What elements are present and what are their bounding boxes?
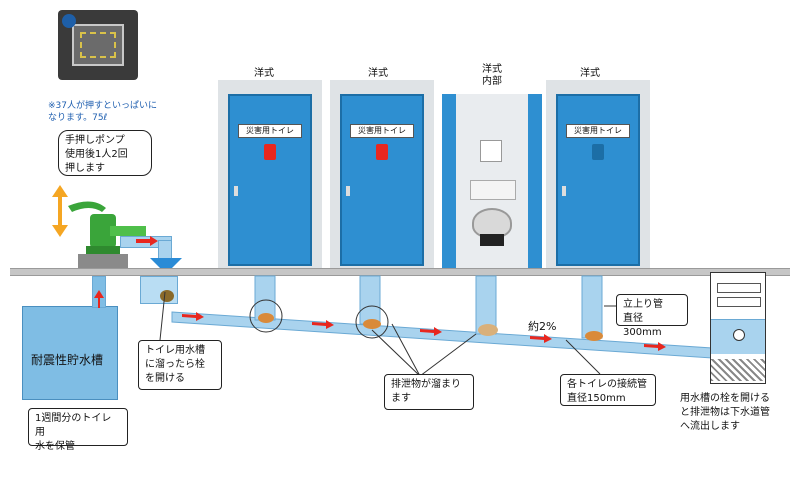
toilet-4-sign: 災害用トイレ — [566, 124, 630, 138]
toilet-3-label: 洋式 内部 — [482, 64, 502, 87]
valve-icon — [733, 329, 745, 341]
toilet-4-door: 災害用トイレ — [556, 94, 640, 266]
toilet-2-door: 災害用トイレ — [340, 94, 424, 266]
flow-arrow-icon — [94, 290, 104, 308]
slope-label: 約2% — [528, 320, 557, 333]
ground-line — [10, 268, 790, 276]
toilet-2-label: 洋式 — [368, 68, 388, 79]
female-icon — [264, 144, 276, 160]
door-handle — [346, 186, 350, 196]
pump-icon — [68, 201, 146, 268]
sewer-note: 用水槽の栓を開ける と排泄物は下水道管 へ流出します — [680, 393, 770, 432]
toilet-1-sign: 災害用トイレ — [238, 124, 302, 138]
riser-callout: 立上り管 直径300mm — [616, 294, 688, 338]
pump-callout: 手押しポンプ 使用後1人2回 押します — [58, 130, 152, 176]
double-arrow-icon — [52, 185, 68, 237]
toilet-seat — [472, 208, 512, 238]
toilet-4-label: 洋式 — [580, 68, 600, 79]
waste-callout: 排泄物が溜まり ます — [384, 374, 474, 410]
storage-tank: 耐震性貯水槽 — [22, 306, 118, 400]
flow-arrow-icon — [136, 236, 158, 246]
flow-arrow-icon — [150, 258, 182, 274]
toilet-1-cabin: 災害用トイレ — [218, 80, 322, 270]
toilet-2-sign: 災害用トイレ — [350, 124, 414, 138]
storage-note: 1週間分のトイレ用 水を保管 — [28, 408, 128, 452]
toilet-1-label: 洋式 — [254, 68, 274, 79]
connect-callout: 各トイレの接続管 直径150mm — [560, 374, 656, 406]
toilet-4-cabin: 災害用トイレ — [546, 80, 650, 270]
valve-icon — [160, 290, 174, 302]
male-icon — [592, 144, 604, 160]
door-handle — [234, 186, 238, 196]
manhole-photo — [58, 10, 138, 80]
toilet-1-door: 災害用トイレ — [228, 94, 312, 266]
female-icon — [376, 144, 388, 160]
sewer-outlet-tank — [710, 272, 766, 384]
storage-tank-label: 耐震性貯水槽 — [31, 353, 104, 367]
plug-callout: トイレ用水槽 に溜ったら栓 を開ける — [138, 340, 222, 390]
toilet-3-interior — [442, 94, 542, 270]
manhole-note: ※37人が押すといっぱいになります。75ℓ — [48, 101, 157, 123]
door-handle — [562, 186, 566, 196]
toilet-2-cabin: 災害用トイレ — [330, 80, 434, 270]
